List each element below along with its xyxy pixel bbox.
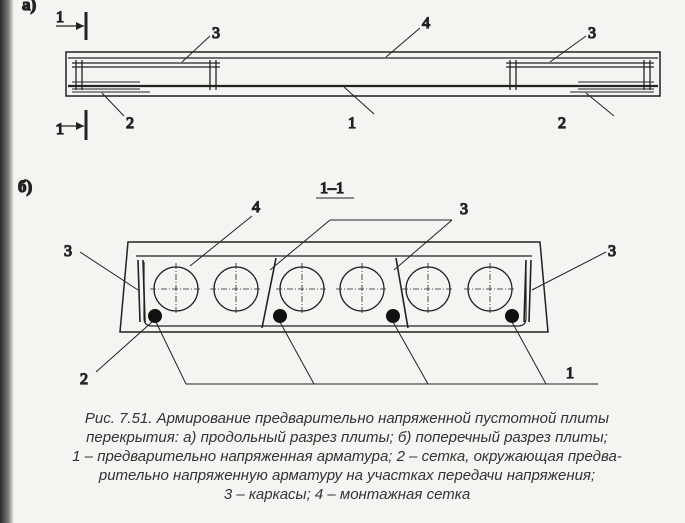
void-5 [402,263,454,315]
caption-line-4: рительно напряженную арматуру на участка… [98,467,596,484]
callout-b-mounting-mesh: 4 [252,199,260,216]
right-cage [506,60,654,90]
section-mark-top: 1 [56,9,64,26]
leaders-longitudinal [101,27,615,117]
section-mark-bottom: 1 [56,121,64,138]
leaders-cross [79,215,607,385]
subfig-b-label: б) [18,177,32,196]
callout-a-cage-right: 3 [588,25,596,42]
callout-b-mesh: 2 [80,371,88,388]
cross-section: б) 1–1 [17,176,616,388]
void-4 [336,263,388,315]
callout-a-mounting-mesh: 4 [422,15,430,32]
reinforcement-drawing: а) 1 1 [17,0,661,389]
callout-a-mesh-right: 2 [558,115,566,132]
prestressed-bars [148,309,519,323]
caption-line-2: перекрытия: а) продольный разрез плиты; … [86,429,608,446]
longitudinal-section: а) 1 1 [21,0,661,140]
callout-a-prestressed-rebar: 1 [348,115,356,132]
cross-cages [137,257,532,329]
void-2 [210,263,262,315]
callout-b-cage-left: 3 [64,243,72,260]
void-6 [464,263,516,315]
caption-line-1: Рис. 7.51. Армирование предварительно на… [84,410,610,427]
left-cage [72,60,220,90]
callout-b-cage-right: 3 [608,243,616,260]
subfig-a-label: а) [22,0,36,14]
callout-a-cage-left: 3 [212,25,220,42]
section-cut-bottom-arrowhead [76,122,84,130]
caption-line-5: 3 – каркасы; 4 – монтажная сетка [223,486,471,503]
section-cut-top-arrowhead [76,22,84,30]
section-title: 1–1 [320,180,344,197]
void-1 [150,263,202,315]
slab-outline-longitudinal [65,51,661,97]
end-mesh-left [72,81,150,93]
callout-b-cage-middle: 3 [460,201,468,218]
void-3 [276,263,328,315]
end-mesh-right [570,81,654,93]
caption-line-3: 1 – предварительно напряженная арматура;… [72,448,622,465]
callout-a-mesh-left: 2 [126,115,134,132]
scan-edge-shadow [0,0,14,523]
voids [150,263,516,315]
slab-outline-cross [119,241,549,333]
callout-b-prestressed-rebar: 1 [566,365,574,382]
figure-caption: Рис. 7.51. Армирование предварительно на… [22,409,672,504]
